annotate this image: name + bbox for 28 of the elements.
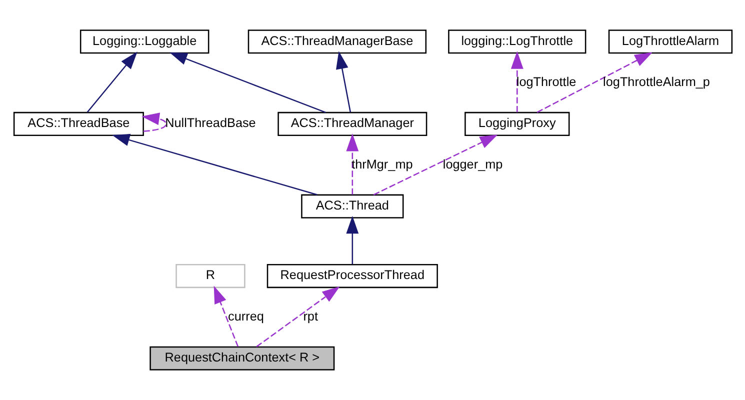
edge-label: logger_mp [442, 157, 502, 172]
edge-label: rpt [302, 309, 318, 324]
node-box: logging::LogThrottle [448, 30, 586, 54]
arrow [346, 216, 358, 264]
arrow [372, 134, 498, 196]
arrow [213, 286, 238, 347]
node-box: ACS::ThreadManager [277, 112, 427, 136]
node-box: LogThrottleAlarm [608, 30, 732, 54]
edge-label: curreq [228, 309, 264, 324]
node-box: Logging::Loggable [79, 30, 209, 54]
node-box: RequestChainContext< R > [149, 346, 334, 370]
node-box: RequestProcessorThread [266, 264, 438, 288]
edge-label: logThrottleAlarm_p [602, 74, 710, 89]
arrow [346, 134, 358, 195]
arrow [536, 52, 652, 113]
edge-label: NullThreadBase [164, 116, 256, 130]
arrow [168, 52, 326, 114]
arrow [256, 286, 340, 348]
node-box: ACS::ThreadManagerBase [247, 30, 426, 54]
arrow [510, 51, 523, 112]
node-box: R [175, 264, 245, 288]
arrow [86, 52, 137, 113]
node-box: LoggingProxy [464, 112, 570, 136]
arrow [141, 112, 166, 132]
arrow [111, 134, 317, 196]
node-box: ACS::ThreadBase [12, 112, 144, 136]
node-box: ACS::Thread [300, 194, 404, 218]
arrow [336, 51, 351, 112]
